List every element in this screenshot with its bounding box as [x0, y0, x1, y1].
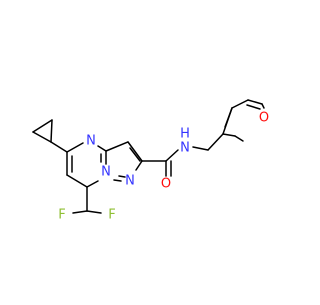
atom-label-h-amide: H [180, 127, 190, 142]
atom-label-f-lower: F [108, 208, 115, 223]
molecule-structure: N N N N H O O F F [32, 99, 269, 223]
pyrimidine-ring [66, 142, 107, 188]
atom-label-o-carbonyl: O [161, 177, 171, 192]
methylene-linker [192, 133, 224, 151]
carboxamide-group [141, 149, 179, 177]
atom-label-o-furan: O [259, 111, 269, 126]
atom-label-n-pyrazole: N [125, 174, 135, 189]
atom-label-n-bridge: N [101, 165, 111, 180]
furan-ring [222, 99, 265, 142]
molecule-diagram: N N N N H O O F F [32, 99, 269, 223]
difluoromethyl-group [72, 186, 102, 214]
pyrazole-ring [105, 141, 143, 182]
atom-label-n-pyrimidine: N [86, 134, 96, 149]
atom-label-n-amide: N [180, 141, 190, 156]
atom-labels: N N N N H O O F F [58, 111, 269, 223]
atom-label-f-upper: F [58, 208, 65, 223]
cyclopropyl-group [32, 119, 68, 153]
